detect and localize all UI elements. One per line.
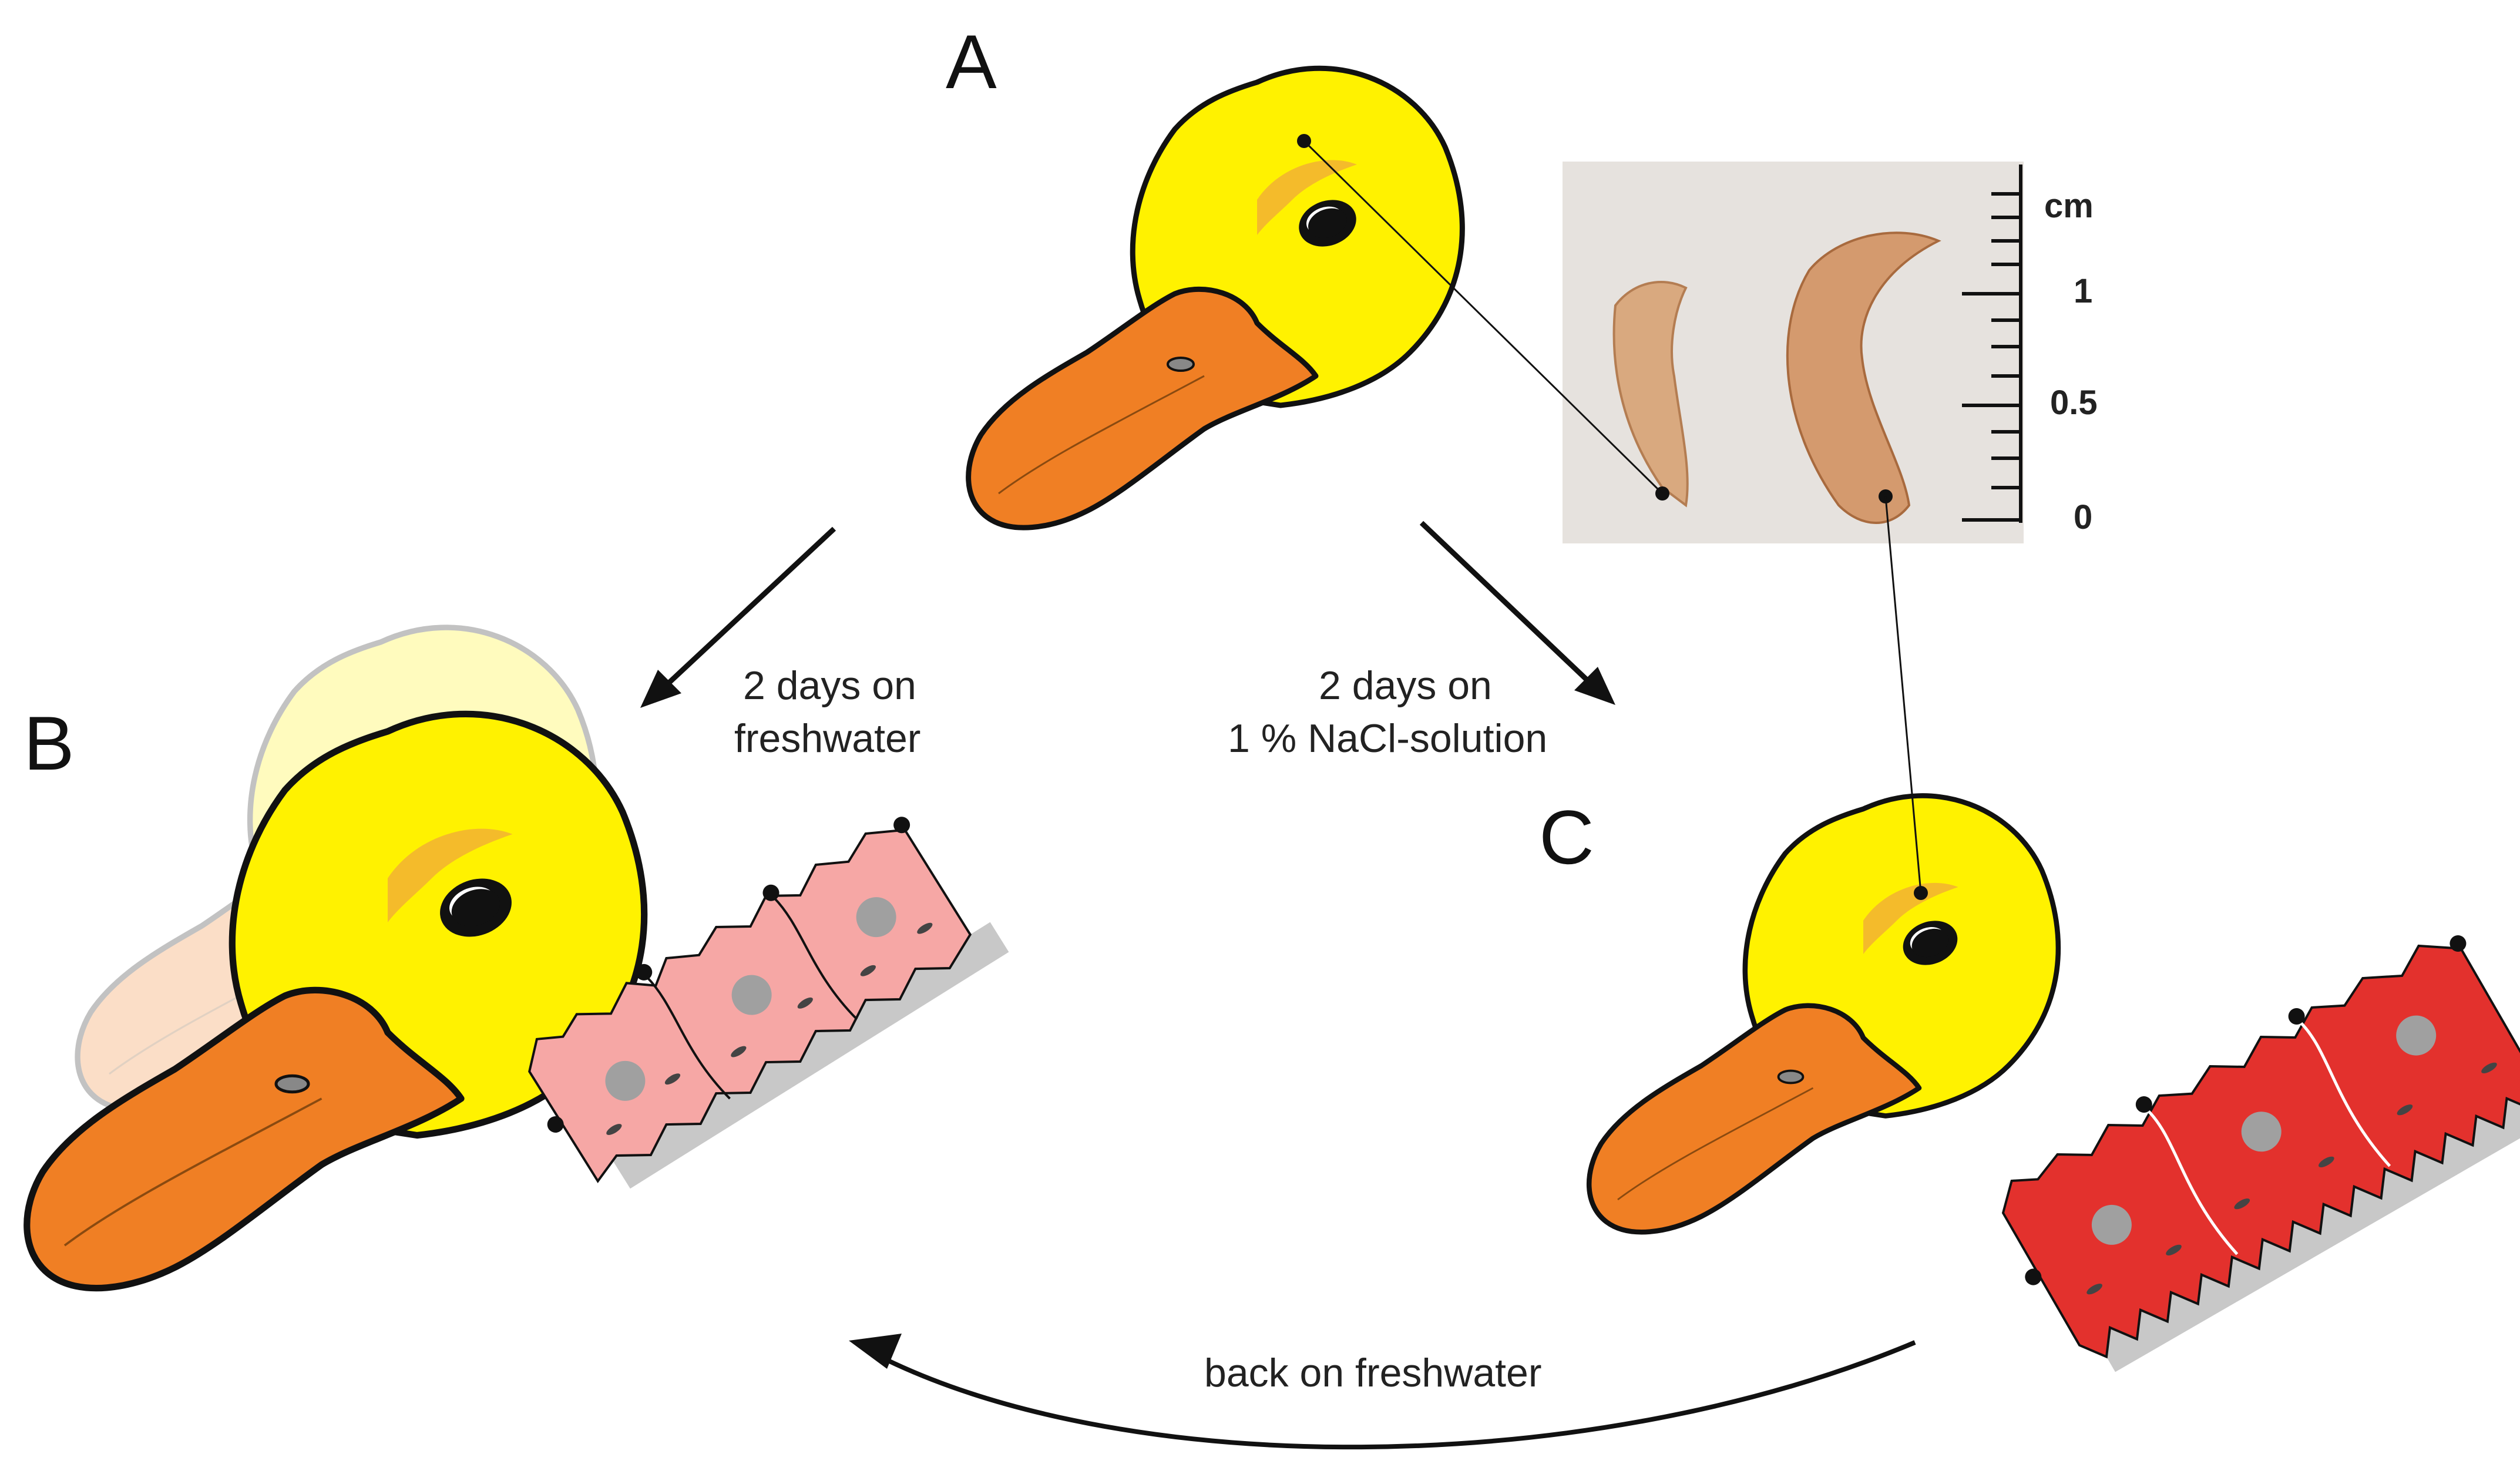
- duck-head-a: [969, 68, 1463, 528]
- salt-gland-photo: [1563, 162, 2024, 543]
- arrow-to-saline: [1419, 521, 1615, 705]
- panel-letter-b: B: [23, 700, 75, 786]
- caption-saline-line2: 1 % NaCl-solution: [1228, 716, 1547, 761]
- leader-line-a: [1303, 140, 1664, 495]
- arrow-to-freshwater: [640, 526, 836, 708]
- panel-letter-a: A: [946, 19, 997, 105]
- arrow-back-on-freshwater: [849, 1334, 1916, 1450]
- panel-letter-c: C: [1539, 794, 1594, 880]
- scale-ruler: [1962, 164, 2022, 523]
- caption-return: back on freshwater: [1204, 1351, 1542, 1395]
- salt-gland-tissue-freshwater: [528, 817, 1009, 1189]
- scale-label-05: 0.5: [2050, 384, 2098, 422]
- scale-label-0: 0: [2074, 498, 2092, 536]
- duck-head-c: [1589, 795, 2058, 1232]
- leader-line-c: [1884, 496, 1922, 894]
- scale-unit: cm: [2044, 187, 2094, 225]
- caption-freshwater-line1: 2 days on: [743, 663, 916, 708]
- salt-gland-tissue-saline: [2001, 935, 2520, 1372]
- scale-label-1: 1: [2074, 272, 2092, 310]
- caption-saline-line1: 2 days on: [1319, 663, 1492, 708]
- caption-freshwater-line2: freshwater: [734, 716, 920, 761]
